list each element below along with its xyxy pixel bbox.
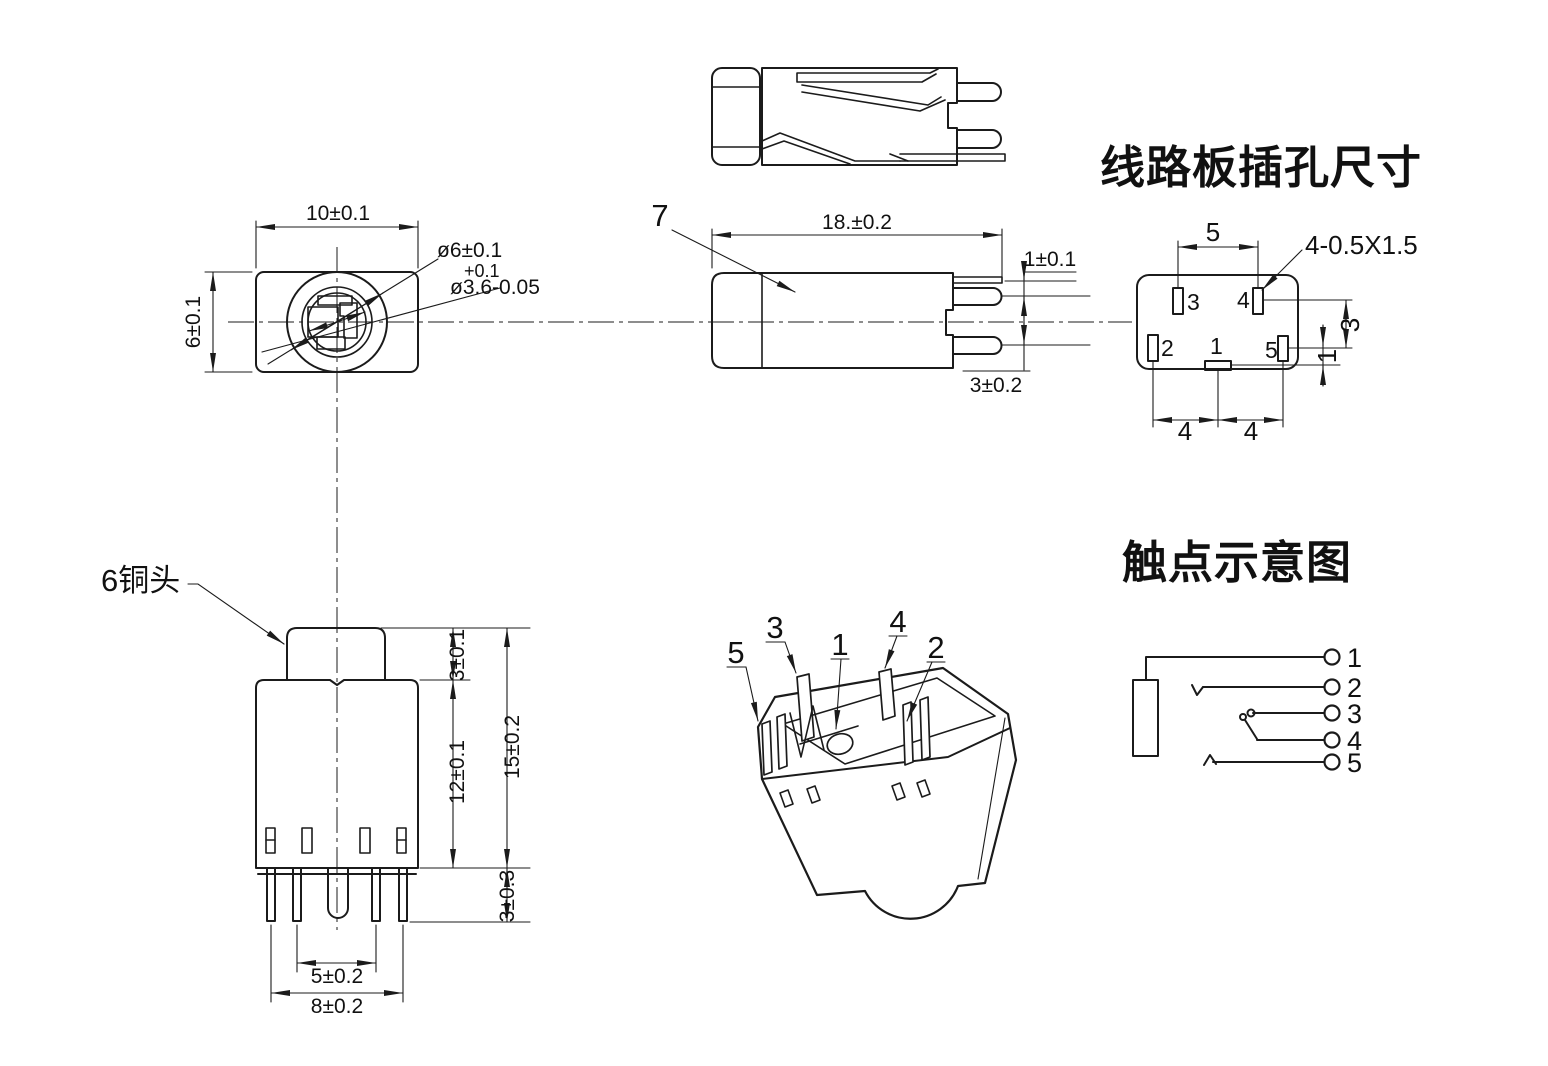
dim-tab-offset: 1±0.1	[1024, 248, 1076, 271]
terminal-label-1: 1	[1347, 643, 1362, 673]
dim-bottom-right: 4	[1244, 416, 1258, 446]
dim-outer-diameter: ø6±0.1	[437, 239, 502, 262]
pad-label-5: 5	[1265, 337, 1278, 363]
terminal-label-4: 4	[1347, 726, 1362, 756]
iso-leaders	[726, 635, 946, 729]
schematic-plug	[1132, 679, 1159, 757]
dim-bottom-left: 4	[1178, 416, 1192, 446]
part-number-label: 7	[651, 198, 668, 233]
dim-pin-length: 3±0.3	[496, 870, 519, 922]
dim-pad-pitch-top: 5	[1206, 217, 1220, 247]
pad-4	[1252, 287, 1264, 315]
front-view-dimensions	[204, 220, 501, 373]
pcb-hole-title: 线路板插孔尺寸	[1100, 142, 1422, 193]
iso-label-5: 5	[727, 635, 744, 670]
iso-label-3: 3	[766, 610, 783, 645]
pad-label-1: 1	[1210, 333, 1223, 359]
iso-label-4: 4	[889, 604, 906, 639]
centerlines	[228, 247, 1132, 930]
terminal-label-3: 3	[1347, 699, 1362, 729]
contact-schematic: 1 2 3 4 5	[1132, 643, 1362, 778]
front-body-view: 3±0.1 12±0.1 15±0.2 3±0.3 5±0.2 8±0.2 6铜…	[101, 563, 531, 1018]
dim-overall-height: 15±0.2	[501, 715, 524, 779]
section-springs	[761, 68, 946, 165]
side-view: 7 18.±0.2 1±0.1 3±0.2	[651, 198, 1091, 397]
contact-diagram-title: 触点示意图	[1122, 537, 1352, 588]
dim-slot-spec: 4-0.5X1.5	[1305, 230, 1418, 260]
pad-label-2: 2	[1161, 335, 1174, 361]
iso-front-slots	[779, 779, 931, 808]
body-dimensions	[187, 583, 531, 1003]
dim-outer-pitch: 8±0.2	[311, 995, 363, 1018]
iso-label-2: 2	[927, 630, 944, 665]
terminal-label-5: 5	[1347, 748, 1362, 778]
pad-label-4: 4	[1237, 287, 1250, 313]
pad-3	[1172, 287, 1184, 315]
terminal-label-2: 2	[1347, 673, 1362, 703]
dim-right-1: 1	[1312, 349, 1342, 363]
pcb-layout-view: 5 4-0.5X1.5 3 1 4 4 3 4 2 5 1	[1136, 217, 1418, 446]
front-view: 10±0.1 6±0.1 ø6±0.1 +0.1 ø3.6-0.05	[182, 202, 540, 373]
side-view-dimensions	[671, 228, 1091, 372]
dim-head-height: 3±0.1	[446, 629, 469, 681]
iso-blade-3	[796, 673, 815, 742]
pad-5	[1277, 335, 1289, 362]
isometric-view: 5 3 1 4 2	[726, 604, 1018, 920]
pad-label-3: 3	[1187, 289, 1200, 315]
body-slots	[265, 827, 407, 854]
dim-inner-pitch: 5±0.2	[311, 965, 363, 988]
dim-length: 18.±0.2	[822, 211, 892, 234]
pad-2	[1147, 334, 1159, 362]
copper-head-label: 6铜头	[101, 563, 180, 598]
section-pins	[899, 82, 1006, 162]
side-view-pins	[952, 276, 1003, 355]
iso-label-1: 1	[831, 627, 848, 662]
schematic-terminals	[1323, 648, 1341, 771]
dim-right-3: 3	[1335, 318, 1365, 332]
dim-inner-diameter: ø3.6-0.05	[450, 276, 540, 299]
dim-height: 6±0.1	[182, 296, 205, 348]
dim-plus-tolerance: +0.1	[464, 261, 500, 281]
dim-width: 10±0.1	[306, 202, 370, 225]
pcb-dimensions	[1152, 240, 1353, 428]
body-pins	[266, 867, 408, 922]
section-view	[711, 67, 1006, 166]
dim-body-height: 12±0.1	[446, 740, 469, 804]
dim-pin-protrusion: 3±0.2	[970, 374, 1022, 397]
